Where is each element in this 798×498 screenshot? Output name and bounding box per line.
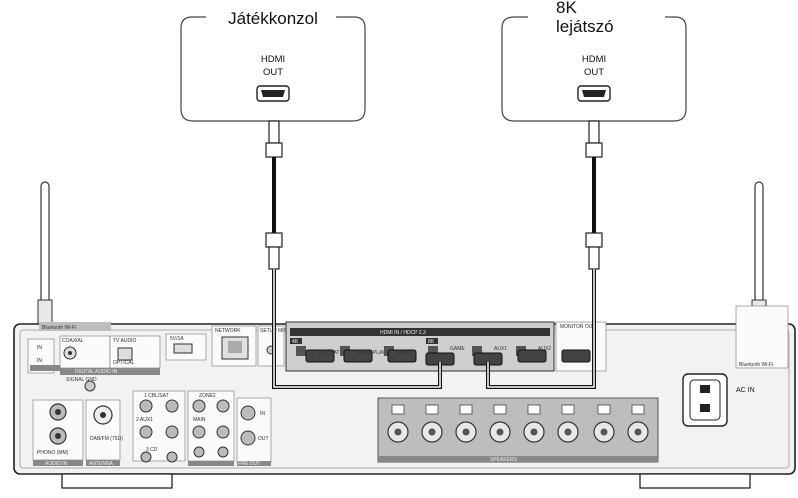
game-console-port-label-1: HDMI [261,54,285,65]
pre-out-label: PRE OUT [238,461,260,467]
game-console-device: Játékkonzol HDMI OUT [181,9,365,121]
antenna-label: ANTENNA [89,461,114,467]
hdmi-in-group-label: HDMI IN / HDCP 2.3 [380,330,426,336]
game-console-title: Játékkonzol [228,9,318,28]
player-8k-port-label-1: HDMI [582,54,606,65]
svg-text:IN: IN [37,345,42,351]
svg-text:AUX1: AUX1 [494,346,507,352]
analog-in-aux-label: 2 AUX1 [136,417,153,423]
tv-audio-label: TV AUDIO [113,338,136,344]
player-8k-title-line2: lejátszó [556,17,614,36]
hdmi-badge-8k: 8K [428,339,435,345]
svg-text:AUX2: AUX2 [538,346,551,352]
hdmi-out-port-icon [578,86,610,101]
phono-label: PHONO (MM) [37,450,69,456]
analog-in-cbl-label: 1 CBL/SAT [144,393,169,399]
player-8k-port-label-2: OUT [584,67,604,78]
monitor-out-label: MONITOR OUT [560,324,595,330]
ac-inlet [683,374,727,426]
svg-text:OUT: OUT [258,436,269,442]
coaxial-label: COAXIAL [62,338,84,344]
svg-text:CBL/SAT: CBL/SAT [319,350,339,356]
speakers-label: SPEAKERS [490,457,518,463]
digital-audio-in-label: DIGITAL AUDIO IN [75,369,118,375]
svg-text:IN: IN [260,411,265,417]
speaker-terminals: SPEAKERS [378,398,658,463]
wireless-right-label: Bluetooth Wi-Fi [739,362,773,368]
svg-text:GAME: GAME [450,346,465,352]
game-console-port-label-2: OUT [263,67,283,78]
hdmi-badge-4k: 4K [292,339,299,345]
ac-in-label: AC IN [736,387,755,394]
optical-label: OPTICAL [113,360,135,366]
player-8k-device: 8K lejátszó HDMI OUT [502,0,686,121]
hdmi-out-port-icon [257,86,289,101]
usb-label: 5V/1A [170,336,184,342]
wireless-label: Bluetooth Wi-Fi [42,325,76,331]
audio-in-label: AUDIO IN [45,461,68,467]
player-8k-title-line1: 8K [556,0,577,17]
network-label: NETWORK [215,328,241,334]
zone2-label: ZONE2 [199,393,216,399]
main-label: MAIN [193,417,206,423]
left-antenna-icon [38,182,52,332]
av-receiver-rear-panel: Bluetooth Wi-Fi IN IN COAXIAL TV AUDIO O… [14,306,795,488]
svg-text:Blu-ray: Blu-ray [396,350,412,356]
dab-fm-label: DAB/FM (75Ω) [90,436,123,442]
svg-text:IN: IN [37,358,42,364]
